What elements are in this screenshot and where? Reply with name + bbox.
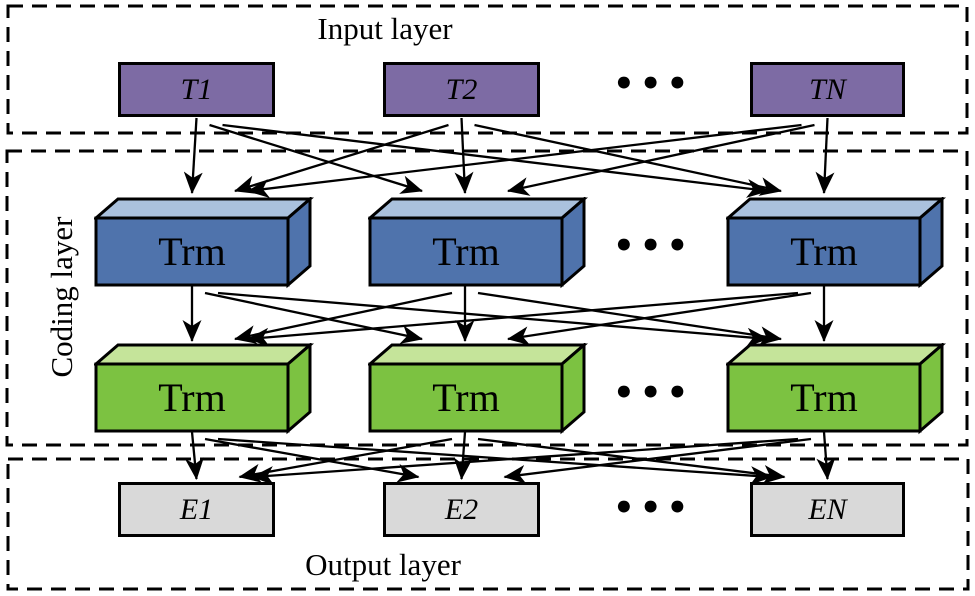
connection-line	[503, 437, 812, 484]
trm-3d-shape	[94, 197, 314, 289]
connection-line	[816, 431, 836, 480]
input-token-box-2: T2	[383, 62, 540, 117]
trm-block-row2-col1: Trm	[94, 343, 314, 435]
trm-block-row2-col2: Trm	[368, 343, 588, 435]
trm-block-row1-col1: Trm	[94, 197, 314, 289]
trm-3d-shape	[368, 197, 588, 289]
connection-line	[217, 437, 773, 486]
connection-line	[815, 117, 835, 194]
output-layer-title: Output layer	[305, 547, 461, 582]
trm-label: Trm	[790, 375, 858, 420]
connection-line	[453, 431, 473, 480]
trm-row1-ellipsis: •••	[613, 226, 694, 266]
trm-block-row2-coln: Trm	[726, 343, 946, 435]
output-row-ellipsis: •••	[613, 488, 694, 528]
trm-block-row1-coln: Trm	[726, 197, 946, 289]
connection-line	[204, 437, 420, 483]
connection-line	[247, 291, 799, 347]
input-row-ellipsis: •••	[613, 64, 694, 104]
input-layer-boundary	[6, 4, 969, 135]
input-token-box-n: TN	[750, 62, 905, 117]
output-embedding-box-2: E2	[383, 482, 540, 537]
trm-label: Trm	[432, 375, 500, 420]
connection-line	[238, 437, 453, 483]
trm-label: Trm	[158, 229, 226, 274]
output-embedding-label-1: E1	[179, 492, 214, 526]
connection-line	[477, 437, 786, 484]
trm-3d-shape	[94, 343, 314, 435]
coding-layer-title: Coding layer	[44, 216, 79, 378]
trm-label: Trm	[790, 229, 858, 274]
input-token-label-1: T1	[180, 72, 213, 106]
output-embedding-label-n: EN	[808, 492, 847, 526]
connection-line	[222, 123, 769, 198]
trm-block-row1-col2: Trm	[368, 197, 588, 289]
trm-3d-shape	[726, 343, 946, 435]
output-layer-boundary	[6, 457, 970, 591]
output-embedding-box-n: EN	[750, 482, 905, 537]
connection-line	[204, 291, 423, 344]
connection-line	[183, 117, 203, 194]
connection-line	[477, 291, 782, 346]
connection-line	[234, 291, 453, 344]
output-embedding-label-2: E2	[444, 492, 479, 526]
connection-line	[234, 123, 449, 194]
connection-line	[454, 117, 474, 194]
trm-label: Trm	[432, 229, 500, 274]
connection-arrows	[182, 117, 836, 486]
trm-3d-shape	[368, 343, 588, 435]
trm-row2-ellipsis: •••	[613, 373, 694, 413]
input-token-label-n: TN	[809, 72, 846, 106]
connection-line	[209, 123, 423, 194]
connection-line	[217, 291, 769, 347]
output-embedding-box-1: E1	[118, 482, 275, 537]
connection-line	[507, 291, 812, 346]
connection-line	[185, 431, 204, 480]
input-token-label-2: T2	[445, 72, 478, 106]
input-token-box-1: T1	[118, 62, 275, 117]
coding-layer-boundary	[5, 149, 969, 447]
trm-label: Trm	[158, 375, 226, 420]
connection-line	[474, 123, 782, 196]
trm-3d-shape	[726, 197, 946, 289]
connection-line	[251, 437, 799, 486]
input-layer-title: Input layer	[317, 11, 453, 46]
connection-line	[247, 123, 802, 198]
connection-line	[507, 123, 815, 196]
